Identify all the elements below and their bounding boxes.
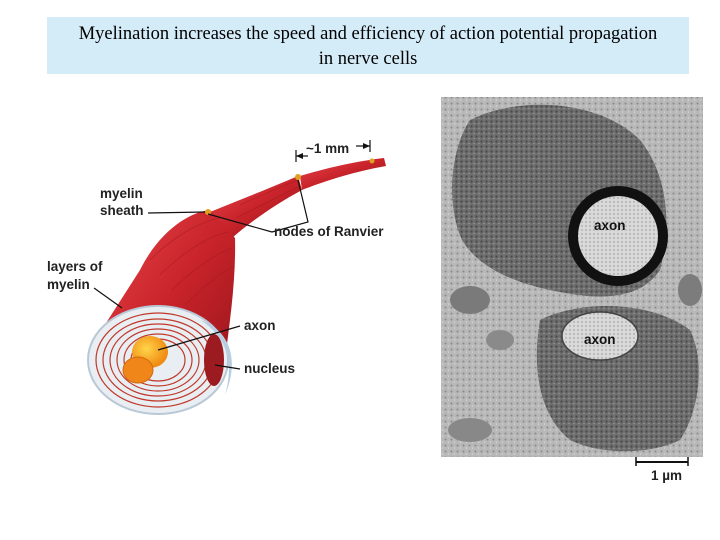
nucleus-label: nucleus <box>244 361 295 377</box>
axon-core-end <box>123 357 153 383</box>
process-4 <box>448 418 492 442</box>
process-3 <box>678 274 702 306</box>
scale-bar-label: 1 µm <box>651 468 682 484</box>
node-of-ranvier-3 <box>370 159 375 164</box>
micrograph-axon-label-upper: axon <box>594 218 626 234</box>
layers-of-myelin-label-line-2: myelin <box>47 277 90 293</box>
micrograph-axon-label-lower: axon <box>584 332 616 348</box>
node-of-ranvier-1 <box>295 174 301 180</box>
electron-micrograph <box>441 97 703 466</box>
axon-upper <box>578 196 658 276</box>
distance-label: ~1 mm <box>306 141 349 157</box>
nodes-of-ranvier-label: nodes of Ranvier <box>274 224 384 240</box>
myelinated-axon-illustration <box>88 140 386 414</box>
layers-of-myelin-label-line-1: layers of <box>47 259 103 275</box>
myelin-sheath-label-line-1: myelin <box>100 186 143 202</box>
process-2 <box>486 330 514 350</box>
process-1 <box>450 286 490 314</box>
axon-label: axon <box>244 318 276 334</box>
myelin-sheath-label-line-2: sheath <box>100 203 144 219</box>
nucleus-shape <box>204 334 224 386</box>
